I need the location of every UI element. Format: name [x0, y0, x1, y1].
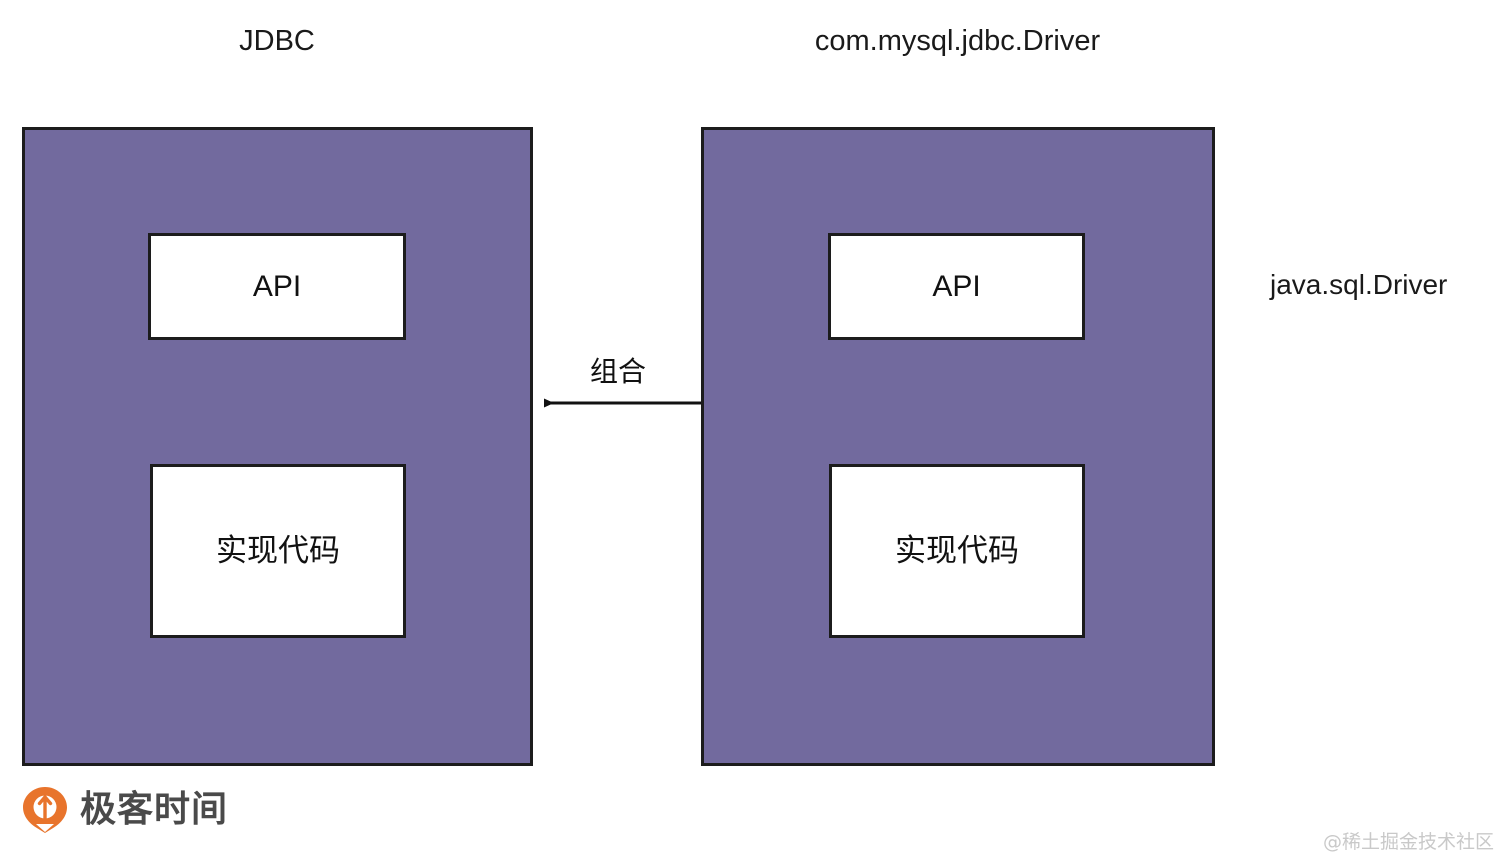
container-box-mysql-driver: [701, 127, 1215, 766]
brand-logo: 极客时间: [22, 786, 228, 834]
jdbc-api-box: API: [148, 233, 406, 340]
side-label-java-sql-driver: java.sql.Driver: [1270, 269, 1448, 300]
mysql-driver-implementation-label: 实现代码: [895, 532, 1019, 569]
composition-arrow-label: 组合: [589, 355, 646, 388]
mysql-driver-api-box: API: [828, 233, 1085, 340]
watermark-text: @稀土掘金技术社区: [1322, 831, 1494, 853]
container-title-jdbc: JDBC: [239, 25, 315, 57]
composition-arrow-icon: [544, 398, 701, 408]
jdbc-implementation-box: 实现代码: [150, 464, 406, 638]
mysql-driver-implementation-box: 实现代码: [829, 464, 1085, 638]
mysql-driver-api-label: API: [932, 269, 981, 303]
composition-arrow: [520, 380, 720, 428]
jdbc-implementation-label: 实现代码: [216, 532, 340, 569]
geektime-mark-icon: [23, 787, 67, 833]
jdbc-api-label: API: [252, 269, 302, 303]
container-box-jdbc: [22, 127, 533, 766]
container-title-mysql-driver: com.mysql.jdbc.Driver: [814, 25, 1101, 57]
brand-logo-text: 极客时间: [80, 789, 229, 830]
